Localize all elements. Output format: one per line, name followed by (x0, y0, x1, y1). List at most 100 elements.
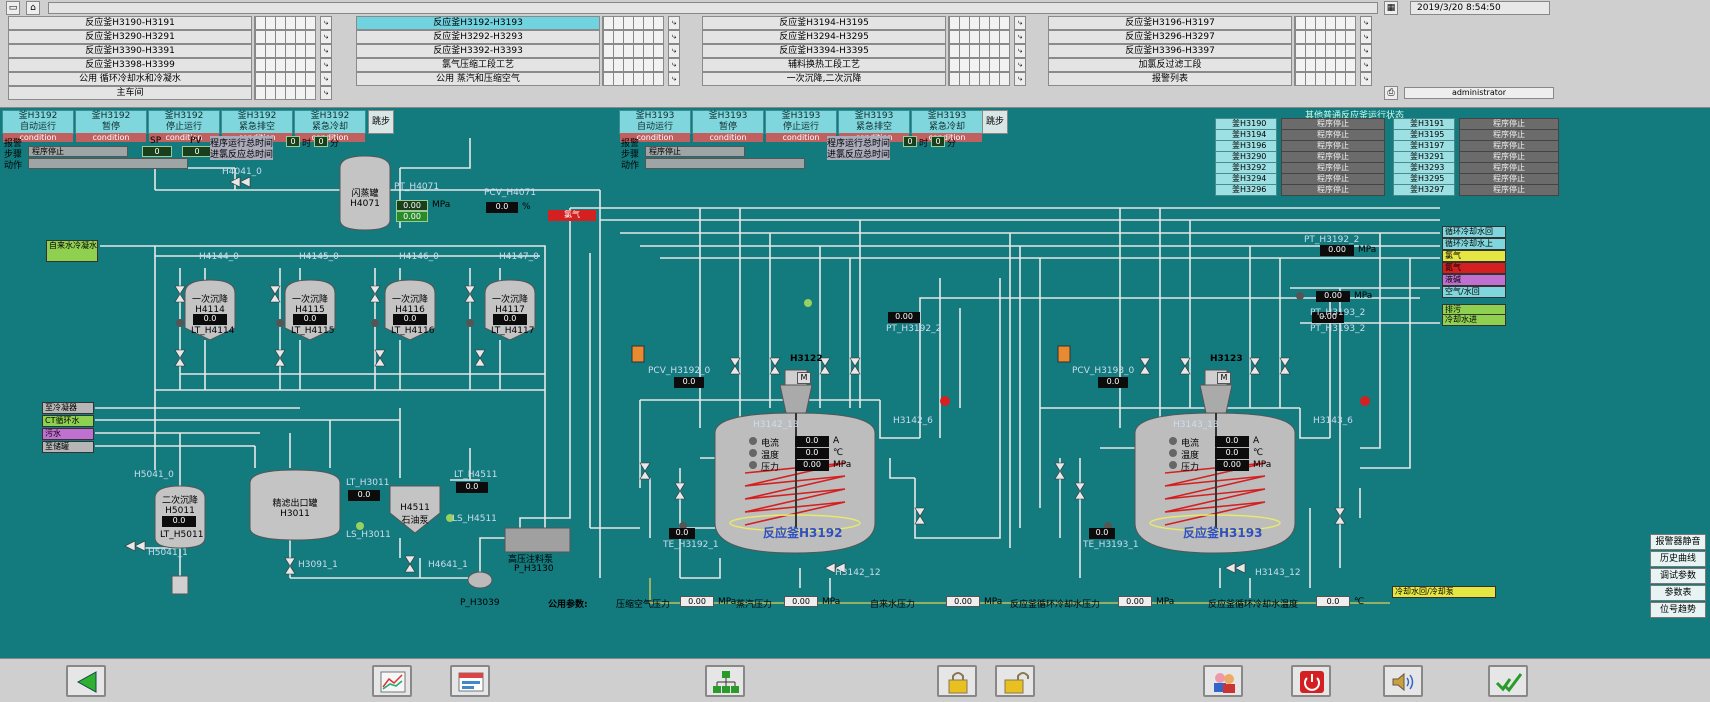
nav-item[interactable]: 主车间 (8, 86, 252, 100)
nav-item[interactable]: 反应釜H3290-H3291 (8, 30, 252, 44)
nav-item[interactable]: 反应釜H3398-H3399 (8, 58, 252, 72)
calendar-icon[interactable]: ▦ (1384, 1, 1398, 15)
nav-item[interactable]: 一次沉降,二次沉降 (702, 72, 946, 86)
nav-link-icon[interactable]: ⤷ (320, 30, 332, 44)
left-inlet[interactable]: 至冷凝器 (42, 402, 94, 414)
nav-link-icon[interactable]: ⤷ (1014, 72, 1026, 86)
nav-link-icon[interactable]: ⤷ (668, 30, 680, 44)
speaker-icon[interactable] (1383, 665, 1423, 697)
right-outlet[interactable]: 空气/水回 (1442, 286, 1506, 298)
unlock-icon[interactable] (995, 665, 1035, 697)
nav-link-icon[interactable]: ⤷ (1014, 44, 1026, 58)
nav-item[interactable]: 反应釜H3396-H3397 (1048, 44, 1292, 58)
nav-link-icon[interactable]: ⤷ (320, 72, 332, 86)
report-icon[interactable] (450, 665, 490, 697)
nav-link-icon[interactable]: ⤷ (668, 72, 680, 86)
left-inlet[interactable]: CT循环水 (42, 415, 94, 427)
nav-item[interactable]: 反应釜H3190-H3191 (8, 16, 252, 30)
bottom-outlet[interactable]: 冷却水回/冷却泵 (1392, 586, 1496, 598)
nav-item[interactable]: 反应釜H3394-H3395 (702, 44, 946, 58)
nav-link-icon[interactable]: ⤷ (320, 58, 332, 72)
side-button[interactable]: 参数表 (1650, 585, 1706, 601)
nav-item[interactable]: 氯气压缩工段工艺 (356, 58, 600, 72)
trend-chart-icon[interactable] (372, 665, 412, 697)
tab-label: 釜H3193 (635, 111, 675, 121)
chlorine-tag[interactable]: 氯气 (548, 210, 596, 221)
nav-link-icon[interactable]: ⤷ (668, 16, 680, 30)
step-button-right[interactable]: 跳步 (982, 110, 1008, 134)
pv-label: PV (190, 136, 202, 146)
nav-item[interactable]: 公用 循环冷却水和冷凝水 (8, 72, 252, 86)
right-outlet[interactable]: 氮气 (1442, 262, 1506, 274)
nav-link-icon[interactable]: ⤷ (320, 86, 332, 100)
lock-icon[interactable] (937, 665, 977, 697)
check-icon[interactable] (1488, 665, 1528, 697)
right-outlet[interactable]: 冷却水进 (1442, 314, 1506, 326)
public-param-unit: MPa (1156, 597, 1175, 607)
back-arrow-icon[interactable] (66, 665, 106, 697)
nav-link-icon[interactable]: ⤷ (1360, 16, 1372, 30)
power-icon[interactable] (1291, 665, 1331, 697)
valve-tag: H4144_0 (199, 252, 239, 262)
nav-item[interactable]: 反应釜H3294-H3295 (702, 30, 946, 44)
nav-link-icon[interactable]: ⤷ (1360, 30, 1372, 44)
printer-icon[interactable]: ⎙ (1384, 86, 1398, 100)
right-outlet[interactable]: 循环冷却水回 (1442, 226, 1506, 238)
nav-link-icon[interactable]: ⤷ (320, 16, 332, 30)
side-button[interactable]: 调试参数 (1650, 568, 1706, 584)
nav-item[interactable]: 反应釜H3196-H3197 (1048, 16, 1292, 30)
nav-item[interactable]: 反应釜H3194-H3195 (702, 16, 946, 30)
home-icon[interactable]: ⌂ (26, 1, 40, 15)
nav-item[interactable]: 反应釜H3296-H3297 (1048, 30, 1292, 44)
minutes-unit: 分 (947, 139, 957, 149)
tab-sub: 紧急冷却 (928, 122, 965, 132)
nav-link-icon[interactable]: ⤷ (668, 58, 680, 72)
nav-item[interactable]: 报警列表 (1048, 72, 1292, 86)
nav-link-icon[interactable]: ⤷ (1360, 58, 1372, 72)
nav-item[interactable]: 公用 蒸汽和压缩空气 (356, 72, 600, 86)
network-icon[interactable] (705, 665, 745, 697)
public-param-name: 反应釜循环冷却水温度 (1208, 600, 1299, 610)
inlet-tap-water[interactable]: 自来水冷凝水 (46, 240, 98, 262)
command-tab[interactable]: 釜H3192紧急排空condition (221, 110, 293, 142)
nav-link-icon[interactable]: ⤷ (1360, 44, 1372, 58)
left-inlet[interactable]: 污水 (42, 428, 94, 440)
nav-indicator (254, 30, 316, 44)
nav-link-icon[interactable]: ⤷ (668, 44, 680, 58)
nav-link-icon[interactable]: ⤷ (1014, 58, 1026, 72)
nav-item[interactable]: 辅料换热工段工艺 (702, 58, 946, 72)
side-button[interactable]: 历史曲线 (1650, 551, 1706, 567)
nav-link-icon[interactable]: ⤷ (1360, 72, 1372, 86)
reactor-param-label: 温度 (1181, 451, 1200, 461)
side-button[interactable]: 位号趋势 (1650, 602, 1706, 618)
left-inlet[interactable]: 至储罐 (42, 441, 94, 453)
nav-item[interactable]: 反应釜H3392-H3393 (356, 44, 600, 58)
nav-item[interactable]: 反应釜H3192-H3193 (356, 16, 600, 30)
fill-time-label: 进氯反应总时间 (210, 147, 274, 160)
right-outlet[interactable]: 氯气 (1442, 250, 1506, 262)
step-button-left[interactable]: 跳步 (368, 110, 394, 134)
right-outlet[interactable]: 循环冷却水上 (1442, 238, 1506, 250)
nav-link-icon[interactable]: ⤷ (1014, 30, 1026, 44)
folder-icon[interactable]: ▭ (6, 1, 20, 15)
nav-item[interactable]: 反应釜H3390-H3391 (8, 44, 252, 58)
right-outlet[interactable]: 液碱 (1442, 274, 1506, 286)
side-button[interactable]: 报警器静音 (1650, 534, 1706, 550)
users-icon[interactable] (1203, 665, 1243, 697)
nav-link-icon[interactable]: ⤷ (1014, 16, 1026, 30)
nav-indicator (948, 44, 1010, 58)
valve-label: H3143_6 (1313, 416, 1353, 426)
nav-item[interactable]: 反应釜H3292-H3293 (356, 30, 600, 44)
nav-link-icon[interactable]: ⤷ (320, 44, 332, 58)
nav-item[interactable]: 加氯反过滤工段 (1048, 58, 1292, 72)
command-tab[interactable]: 釜H3193紧急排空condition (838, 110, 910, 142)
